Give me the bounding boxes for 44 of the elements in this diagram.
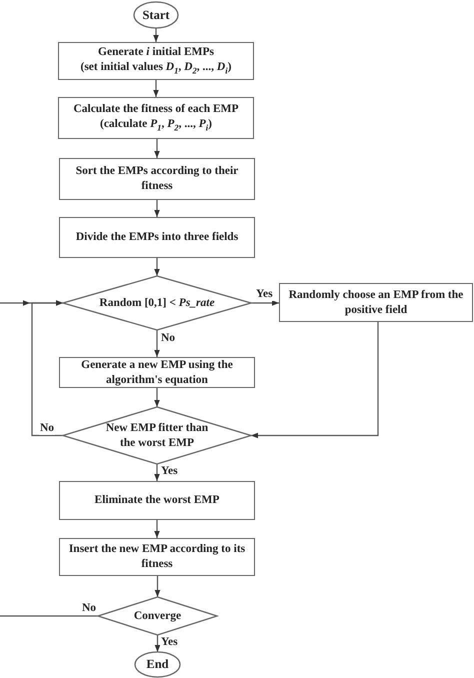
arrow [154, 576, 160, 597]
node-text: Calculate the fitness of each EMP [72, 102, 240, 118]
process-box [59, 481, 255, 520]
node-text: (set initial values D$_{1}$, D$_{2}$, ..., D$_{i}$) [80, 60, 232, 77]
node-text: Eliminate the worst EMP [94, 493, 220, 508]
node-text: Generate i initial EMPs [97, 45, 215, 60]
arrow [154, 520, 160, 538]
process-box [59, 158, 255, 200]
process-box [59, 217, 255, 258]
process-box [59, 538, 255, 576]
node-text: End [145, 656, 170, 673]
arrow [153, 28, 159, 42]
edge-label: No [160, 333, 176, 344]
node-text: Start [141, 6, 171, 24]
edge-label: No [39, 423, 56, 434]
node-text: (calculate P$_{1}$, P$_{2}$, ..., P$_{i}$) [99, 117, 213, 134]
process-box [279, 283, 473, 322]
node-text: Divide the EMPs into three fields [74, 230, 240, 245]
edge-label: Yes [255, 289, 274, 300]
process-box [58, 42, 254, 80]
arrow [154, 200, 160, 217]
arrow [154, 464, 160, 481]
process-box [59, 357, 255, 388]
arrow [251, 322, 379, 438]
node-text: Generate a new EMP using the algorithm's equation [80, 358, 234, 388]
node-text: Insert the new EMP according to its fitness [68, 542, 246, 572]
node-text: Randomly choose an EMP from the positive field [288, 288, 464, 318]
connector-line [0, 615, 98, 617]
node-text: New EMP fitter than the worst EMP [104, 420, 210, 450]
arrow [154, 258, 160, 276]
process-box [58, 97, 254, 139]
arrow [0, 300, 63, 306]
edge-label: Yes [160, 637, 179, 648]
node-text: Random [0,1] < Ps_rate [98, 296, 216, 310]
edge-label: No [81, 603, 98, 614]
arrow [154, 139, 160, 158]
arrow [154, 388, 160, 407]
arrow [154, 330, 160, 357]
node-text: Sort the EMPs according to their fitness [74, 164, 240, 194]
node-text: Converge [132, 608, 182, 624]
arrow [153, 80, 159, 97]
arrow [251, 300, 279, 306]
arrow [154, 635, 160, 652]
edge-label: Yes [160, 466, 179, 478]
